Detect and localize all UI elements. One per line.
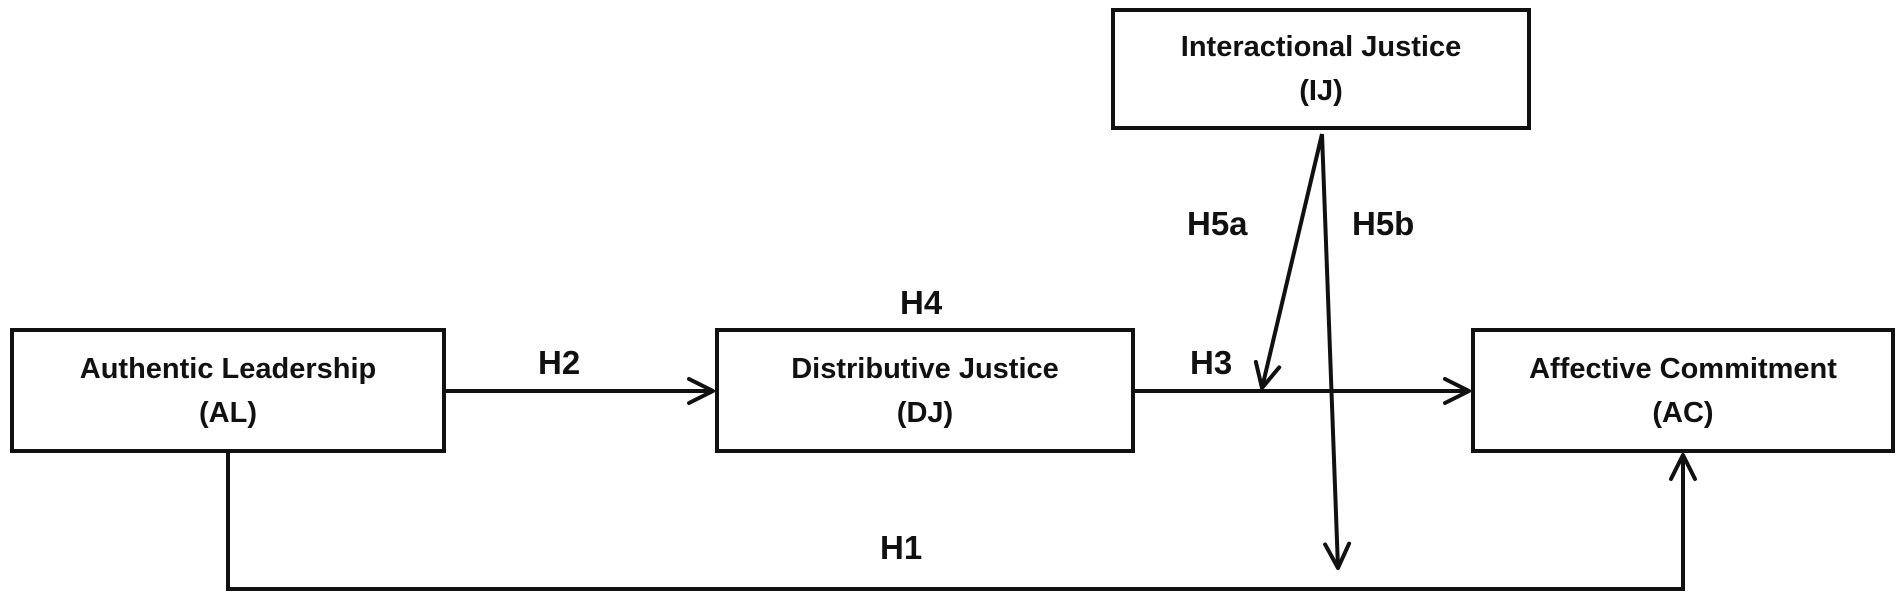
node-ac-abbr: (AC) [1652,396,1714,429]
node-authentic-leadership: Authentic Leadership (AL) [10,328,446,453]
node-interactional-justice: Interactional Justice (IJ) [1111,8,1531,130]
edge-h1-arrow [226,453,1697,591]
edge-label-h2: H2 [538,344,581,381]
node-dj-abbr: (DJ) [896,396,954,429]
node-ij-abbr: (IJ) [1299,75,1343,107]
node-ac-name: Affective Commitment [1529,352,1837,385]
node-dj-name: Distributive Justice [791,352,1059,385]
edge-label-h5b: H5b [1352,205,1415,242]
node-al-name: Authentic Leadership [79,352,377,385]
node-ij-name: Interactional Justice [1180,31,1462,63]
edge-label-h4: H4 [900,284,943,321]
node-distributive-justice: Distributive Justice (DJ) [715,328,1135,453]
edge-label-h1: H1 [880,529,923,566]
edge-h5b-arrow [1320,133,1352,570]
node-al-abbr: (AL) [199,396,257,429]
node-affective-commitment: Affective Commitment (AC) [1471,328,1895,453]
edge-label-h5a: H5a [1187,205,1248,242]
edge-label-h3: H3 [1190,344,1233,381]
edge-h5a-arrow [1253,133,1324,390]
